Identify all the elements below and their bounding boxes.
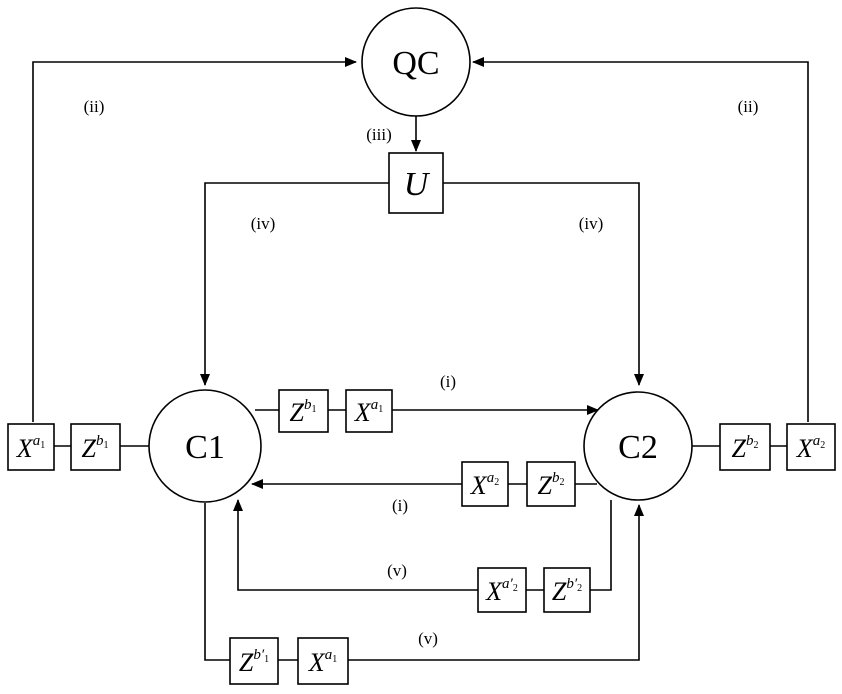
step-label-ii-right: (ii) — [738, 97, 759, 116]
step-label-v-upper: (v) — [387, 561, 407, 580]
gate-path-v-lower-z: Zb′1 — [230, 638, 278, 684]
gate-sup: a — [813, 433, 821, 449]
gate-base: Z — [239, 648, 254, 677]
connections — [33, 62, 808, 660]
qc-node-label: QC — [392, 45, 439, 82]
gate-base: Z — [552, 577, 567, 606]
step-label-iv-left: (iv) — [251, 214, 276, 233]
gate-base: Z — [538, 471, 553, 500]
gate-sub: 1 — [264, 654, 269, 665]
gate-c2-local-x: Xa2 — [787, 424, 835, 470]
nodes: QC U C1 C2 — [149, 8, 692, 502]
step-label-iv-right: (iv) — [579, 214, 604, 233]
gate-sub: 2 — [820, 440, 825, 451]
step-label-i-top: (i) — [440, 372, 456, 391]
gate-sup: a — [33, 433, 41, 449]
gate-path-v-upper-z: Zb′2 — [544, 568, 590, 612]
c1-node-label: C1 — [185, 429, 225, 466]
arrow-iv-right — [443, 183, 639, 385]
gate-sup: a — [325, 647, 333, 663]
gate-c2-local-z: Zb2 — [720, 424, 770, 470]
arrow-ii-right — [473, 62, 808, 422]
gate-path-v-lower-x: Xa1 — [298, 638, 348, 684]
arrow-iv-left — [205, 183, 389, 385]
arrow-ii-left — [33, 62, 356, 422]
step-label-ii-left: (ii) — [84, 97, 105, 116]
gate-base: X — [485, 577, 503, 606]
gate-c1-local-x: Xa1 — [8, 424, 54, 470]
gate-base: X — [16, 434, 34, 463]
c2-node-label: C2 — [618, 429, 658, 466]
gate-path-c2-c1-z: Zb2 — [527, 462, 575, 506]
gate-sub: 2 — [753, 440, 758, 451]
arrow-v-upper — [238, 500, 478, 590]
gate-sup: a — [502, 576, 510, 592]
step-label-i-bottom: (i) — [392, 496, 408, 515]
gate-sub: 1 — [40, 440, 45, 451]
gate-sub: 1 — [103, 440, 108, 451]
path-v-upper-c2-z — [590, 500, 611, 590]
gate-base: X — [354, 398, 372, 427]
gate-c1-local-z: Zb1 — [71, 424, 120, 470]
gate-path-c2-c1-x: Xa2 — [462, 462, 508, 506]
gate-sub: 1 — [311, 404, 316, 415]
gate-path-c1-c2-x: Xa1 — [346, 390, 392, 432]
gate-sub: 2 — [577, 583, 582, 594]
step-label-v-lower: (v) — [418, 629, 438, 648]
gate-base: X — [308, 648, 326, 677]
gate-sub: 2 — [494, 477, 499, 488]
gate-base: X — [470, 471, 488, 500]
gate-sub: 2 — [513, 583, 518, 594]
gate-base: Z — [732, 434, 747, 463]
gate-sup: a — [487, 470, 495, 486]
gate-sub: 2 — [559, 477, 564, 488]
path-v-lower-c1-z — [205, 503, 230, 660]
gate-sub: 1 — [378, 404, 383, 415]
gate-sub: 1 — [332, 654, 337, 665]
gate-sup: a — [371, 397, 379, 413]
gate-base: Z — [82, 434, 97, 463]
gate-path-c1-c2-z: Zb1 — [279, 390, 328, 432]
gate-path-v-upper-x: Xa′2 — [478, 568, 526, 612]
step-label-iii: (iii) — [366, 125, 392, 144]
gate-base: X — [796, 434, 814, 463]
gate-base: Z — [290, 398, 305, 427]
u-box-label: U — [404, 166, 431, 203]
